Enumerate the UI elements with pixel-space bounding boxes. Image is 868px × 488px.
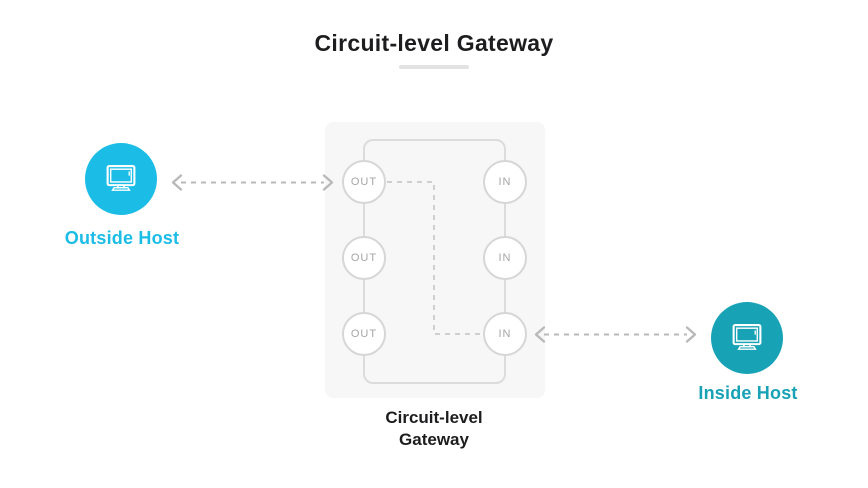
inside-host-label: Inside Host: [698, 383, 798, 403]
in-port-2-label: IN: [498, 252, 512, 264]
out-port-3: OUT: [342, 312, 386, 356]
page-title: Circuit-level Gateway: [314, 30, 554, 56]
gateway-caption-line2: Gateway: [399, 430, 469, 449]
monitor-icon: [726, 315, 768, 362]
inside-connection-arrow: [534, 326, 697, 343]
monitor-icon: [100, 156, 142, 203]
session-path: [387, 181, 483, 335]
out-port-1-label: OUT: [350, 176, 378, 188]
in-port-1-label: IN: [498, 176, 512, 188]
out-port-1: OUT: [342, 160, 386, 204]
in-port-3-label: IN: [498, 328, 512, 340]
outside-host: [85, 143, 157, 215]
out-port-3-label: OUT: [350, 328, 378, 340]
in-port-3: IN: [483, 312, 527, 356]
title-divider: [399, 65, 469, 69]
gateway-caption-line1: Circuit-level: [385, 408, 483, 427]
in-port-2: IN: [483, 236, 527, 280]
out-port-2-label: OUT: [350, 252, 378, 264]
inside-host: [711, 302, 783, 374]
out-port-2: OUT: [342, 236, 386, 280]
in-port-1: IN: [483, 160, 527, 204]
outside-connection-arrow: [171, 174, 334, 191]
outside-host-label: Outside Host: [64, 228, 180, 248]
gateway-caption: Circuit-level Gateway: [334, 407, 534, 451]
